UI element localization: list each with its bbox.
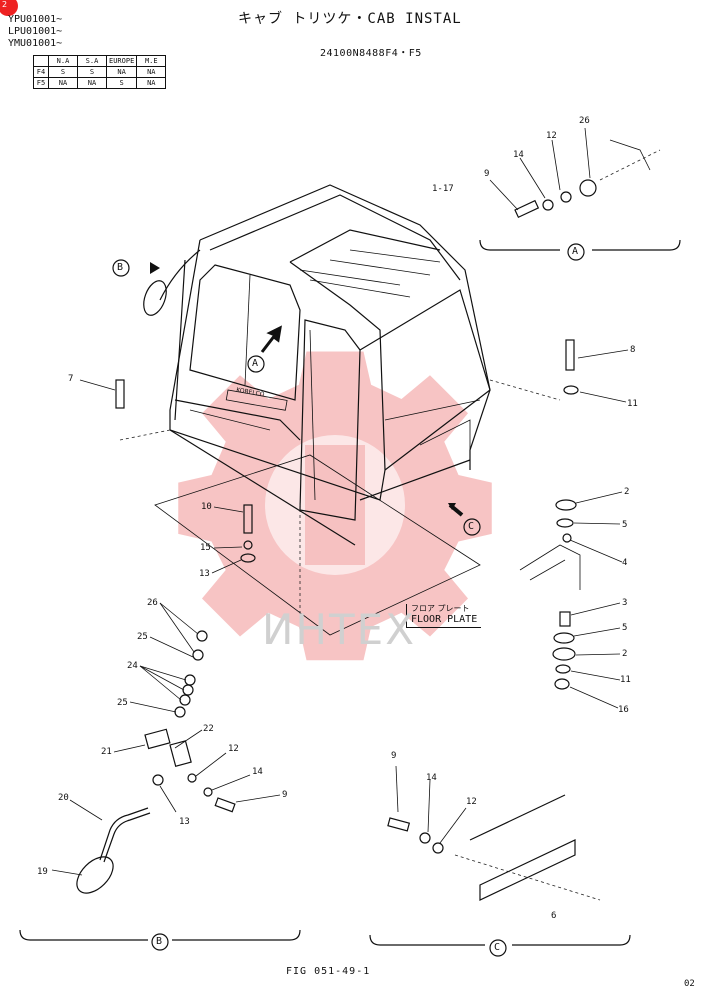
table-row-label: F4 <box>33 66 49 78</box>
page-suffix: 02 <box>684 979 695 989</box>
part-number: 9 <box>282 790 288 800</box>
model-line-3: YMU01001~ <box>8 38 63 49</box>
page-badge: 2 <box>2 0 8 9</box>
applicability-table: N.A S.A EUROPE M.E F4 S S NA NA F5 NA NA… <box>33 55 167 89</box>
part-number: 13 <box>199 569 210 579</box>
part-number: 12 <box>466 797 477 807</box>
part-number: 6 <box>551 911 557 921</box>
callout-c-circle <box>463 518 481 536</box>
cab-assembly <box>143 184 491 546</box>
part-number: 16 <box>618 705 629 715</box>
part-number: 5 <box>622 623 628 633</box>
part-number: 2 <box>622 649 628 659</box>
model-line-2: LPU01001~ <box>8 26 63 37</box>
table-cell: NA <box>77 77 107 89</box>
table-cell: NA <box>105 66 138 78</box>
leader-lines <box>51 127 629 876</box>
model-line-1: YPU01001~ <box>8 14 63 25</box>
figure-number: FIG 051-49-1 <box>286 966 371 977</box>
table-row-label: F5 <box>33 77 49 89</box>
watermark-text: ИНТЕХ <box>262 605 416 654</box>
part-number: 12 <box>546 131 557 141</box>
detail-a-box <box>479 139 681 261</box>
detail-c-box <box>369 794 631 957</box>
part-number: 20 <box>58 793 69 803</box>
drawing-code: 24100N8488F4・F5 <box>320 48 422 59</box>
part-number: 11 <box>620 675 631 685</box>
table-cell: S <box>77 66 107 78</box>
floor-plate-label: フロア プレート FLOOR PLATE <box>406 604 482 628</box>
callout-a-circle <box>247 355 265 373</box>
callout-a-label: A <box>252 358 259 369</box>
part-number: 12 <box>228 744 239 754</box>
table-cell: S <box>48 66 78 78</box>
watermark-gear-icon <box>178 351 492 661</box>
part-number: 7 <box>68 374 74 384</box>
table-cell: NA <box>48 77 78 89</box>
table-header-cell: S.A <box>77 55 107 67</box>
part-number: 14 <box>513 150 524 160</box>
part-number: 14 <box>426 773 437 783</box>
callout-arrows <box>133 262 464 517</box>
part-number: 9 <box>391 751 397 761</box>
part-number: 13 <box>179 817 190 827</box>
table-cell: NA <box>136 66 167 78</box>
page-title: キャブ トリツケ・CAB INSTAL <box>238 11 462 27</box>
part-number: 15 <box>200 543 211 553</box>
part-number: 19 <box>37 867 48 877</box>
table-header-cell: N.A <box>48 55 78 67</box>
floor-plate-label-en: FLOOR PLATE <box>411 614 478 625</box>
part-number: 21 <box>101 747 112 757</box>
part-number: 25 <box>137 632 148 642</box>
table-header-row: N.A S.A EUROPE M.E <box>33 55 167 67</box>
table-cell: S <box>105 77 138 89</box>
part-number: 11 <box>627 399 638 409</box>
part-number: 8 <box>630 345 636 355</box>
table-cell: NA <box>136 77 167 89</box>
detail-a-label: A <box>572 246 579 257</box>
floor-plate-label-jp: フロア プレート <box>411 604 470 613</box>
mount-parts-stack <box>115 339 581 690</box>
part-number: 2 <box>624 487 630 497</box>
table-row: F4 S S NA NA <box>33 66 167 78</box>
callout-b-label: B <box>117 262 124 273</box>
callout-c-label: C <box>468 521 475 532</box>
part-number: 22 <box>203 724 214 734</box>
detail-b-label: B <box>156 936 163 947</box>
part-number: 26 <box>147 598 158 608</box>
part-number: 26 <box>579 116 590 126</box>
table-header-cell: M.E <box>136 55 167 67</box>
part-number: 24 <box>127 661 138 671</box>
part-number: 3 <box>622 598 628 608</box>
part-number: 10 <box>201 502 212 512</box>
part-number: 25 <box>117 698 128 708</box>
part-number: 1-17 <box>432 184 454 194</box>
detail-b-box <box>19 630 301 951</box>
part-number: 14 <box>252 767 263 777</box>
detail-c-label: C <box>494 942 501 953</box>
callout-b-circle <box>112 259 130 277</box>
table-header-cell: EUROPE <box>105 55 138 67</box>
part-number: 5 <box>622 520 628 530</box>
table-corner-cell <box>33 55 49 67</box>
table-row: F5 NA NA S NA <box>33 77 167 89</box>
part-number: 4 <box>622 558 628 568</box>
page-badge-icon <box>0 0 18 16</box>
part-number: 9 <box>484 169 490 179</box>
floor-plate <box>119 379 561 636</box>
